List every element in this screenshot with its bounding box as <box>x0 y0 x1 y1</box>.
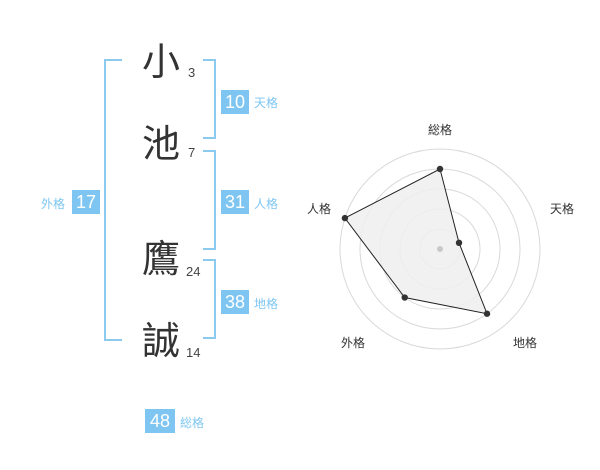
stroke-count-4: 14 <box>186 345 201 360</box>
radar-point-3 <box>483 310 491 317</box>
tenkaku-value: 10 <box>221 90 249 114</box>
radar-axis-label-4: 外格 <box>341 335 365 350</box>
radar-polygon <box>344 168 488 315</box>
gaikaku-label: 外格 <box>41 197 66 211</box>
jinkaku-bracket <box>203 150 216 250</box>
name-char-2: 池 <box>142 122 181 166</box>
stroke-count-2: 7 <box>188 145 196 160</box>
jinkaku-label: 人格 <box>254 197 279 211</box>
jinkaku-value: 31 <box>221 190 249 214</box>
radar-point-5 <box>341 214 349 222</box>
radar-point-2 <box>455 239 463 247</box>
radar-axis-label-5: 人格 <box>307 201 331 216</box>
radar-point-4 <box>401 294 408 301</box>
stroke-count-1: 3 <box>188 65 196 80</box>
name-char-3: 鷹 <box>142 237 181 281</box>
chikaku-label: 地格 <box>254 297 279 311</box>
radar-axis-label-3: 地格 <box>513 335 537 350</box>
chikaku-value: 38 <box>221 290 249 314</box>
radar-axis-label-1: 総格 <box>428 122 452 137</box>
gaikaku-bracket <box>104 59 122 341</box>
radar-axis-label-2: 天格 <box>550 201 574 216</box>
chikaku-bracket <box>203 259 216 339</box>
tenkaku-label: 天格 <box>254 96 279 110</box>
gaikaku-value: 17 <box>72 190 100 214</box>
soukaku-label: 総格 <box>180 416 205 430</box>
radar-point-1 <box>436 165 444 173</box>
stroke-count-3: 24 <box>186 264 201 279</box>
radar-ring <box>339 148 541 350</box>
radar-points <box>341 165 491 317</box>
radar-center-dot <box>437 246 443 252</box>
tenkaku-bracket <box>203 59 216 139</box>
soukaku-value: 48 <box>145 409 175 433</box>
radar-polygon-layer <box>344 168 488 315</box>
name-char-4: 誠 <box>142 319 181 363</box>
name-char-1: 小 <box>142 40 181 84</box>
